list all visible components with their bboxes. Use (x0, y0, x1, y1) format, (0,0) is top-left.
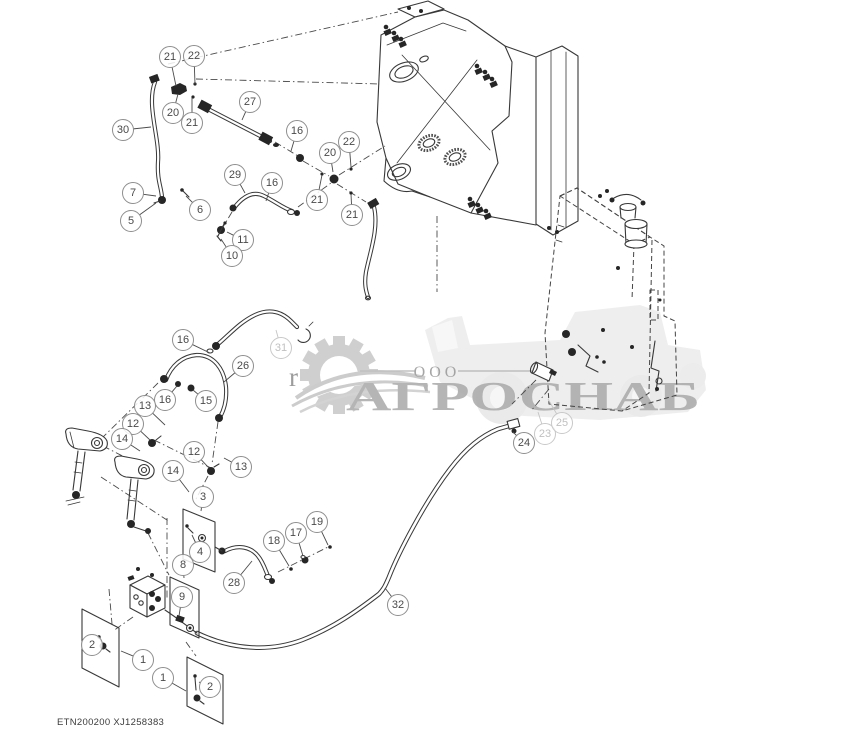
hose-26 (160, 352, 229, 422)
elbow-fitting-12a (148, 439, 156, 447)
callout-13: 13 (134, 395, 156, 417)
hydraulic-tank (529, 187, 678, 412)
callout-21: 21 (306, 189, 328, 211)
callout-18: 18 (263, 530, 285, 552)
plate-1-right (186, 656, 224, 725)
callout-21: 21 (181, 112, 203, 134)
elbow-fitting-5 (158, 196, 166, 204)
callout-2: 2 (81, 634, 103, 656)
callout-6: 6 (189, 199, 211, 221)
elbow-fitting-20 (329, 174, 339, 184)
bolt-19 (328, 545, 332, 549)
tube-27 (197, 99, 279, 147)
plate-3 (182, 508, 216, 573)
callout-20: 20 (162, 102, 184, 124)
bolt-18 (289, 567, 293, 571)
fitting-15 (187, 384, 195, 392)
tilt-cylinder-right (114, 455, 155, 534)
bolt-4 (185, 524, 189, 528)
callout-27: 27 (239, 91, 261, 113)
hose-31-clip (297, 328, 311, 344)
callout-24: 24 (513, 432, 535, 454)
watermark-stray-letter: r (289, 362, 298, 392)
hose-31 (206, 309, 314, 354)
callout-16: 16 (261, 172, 283, 194)
fitting-2 (193, 694, 201, 702)
hose-32-end-fitting (506, 418, 521, 430)
fittings-top-left (153, 82, 353, 242)
watermark-company-name: АГРОСНАБ (346, 373, 700, 419)
callout-8: 8 (172, 554, 194, 576)
fittings-mid (148, 435, 332, 571)
fitting-16 (175, 381, 181, 387)
callout-17: 17 (285, 522, 307, 544)
callout-28: 28 (223, 572, 245, 594)
tank-bracket (650, 340, 660, 392)
bolt-6 (182, 190, 190, 198)
callout-31: 31 (270, 337, 292, 359)
filler-cap-handle (613, 193, 642, 201)
hose-32 (194, 418, 521, 650)
callout-14: 14 (162, 460, 184, 482)
pin-boss-ring (417, 133, 441, 153)
frame-drain-hose (363, 197, 380, 301)
hose-29 (229, 191, 300, 216)
callout-23: 23 (534, 423, 556, 445)
hose-clamp-24 (511, 428, 517, 434)
callout-7: 7 (122, 182, 144, 204)
callout-21: 21 (341, 204, 363, 226)
valve-block (127, 567, 198, 634)
callout-10: 10 (221, 245, 243, 267)
frame-studs (383, 24, 559, 234)
watermark-ooo: ООО (414, 364, 461, 381)
callout-22: 22 (338, 131, 360, 153)
hose-30 (148, 73, 165, 200)
callout-2: 2 (199, 676, 221, 698)
callout-20: 20 (319, 142, 341, 164)
tee-fitting-20 (171, 83, 187, 95)
callout-21: 21 (159, 46, 181, 68)
callout-19: 19 (306, 511, 328, 533)
callout-5: 5 (120, 210, 142, 232)
callout-1: 1 (152, 667, 174, 689)
loader-frame (376, 0, 579, 236)
callout-15: 15 (195, 390, 217, 412)
plug-9 (175, 614, 185, 624)
callout-25: 25 (551, 412, 573, 434)
hose-30-crimp (148, 73, 160, 84)
callout-4: 4 (189, 541, 211, 563)
callout-30: 30 (112, 119, 134, 141)
callout-16: 16 (154, 389, 176, 411)
drawing-number: ETN200200 XJ1258383 (57, 717, 165, 728)
callout-1: 1 (132, 649, 154, 671)
elbow-fitting-12b (207, 467, 215, 475)
callout-32: 32 (387, 594, 409, 616)
callout-14: 14 (111, 428, 133, 450)
callout-3: 3 (192, 486, 214, 508)
elbow-fitting-16 (296, 154, 304, 162)
pin-boss-ring (443, 147, 467, 167)
tractor-watermark (425, 305, 706, 424)
callout-22: 22 (183, 45, 205, 67)
plate-8 (169, 576, 200, 639)
callout-16: 16 (286, 120, 308, 142)
callout-16: 16 (172, 329, 194, 351)
hose-28 (214, 545, 275, 584)
tilt-cylinder-left (65, 427, 108, 506)
callout-12: 12 (183, 441, 205, 463)
callout-9: 9 (171, 586, 193, 608)
callout-13: 13 (230, 456, 252, 478)
callout-29: 29 (224, 164, 246, 186)
callout-26: 26 (232, 355, 254, 377)
gear-logo-watermark: ООО АГРОСНАБ r (289, 336, 700, 419)
